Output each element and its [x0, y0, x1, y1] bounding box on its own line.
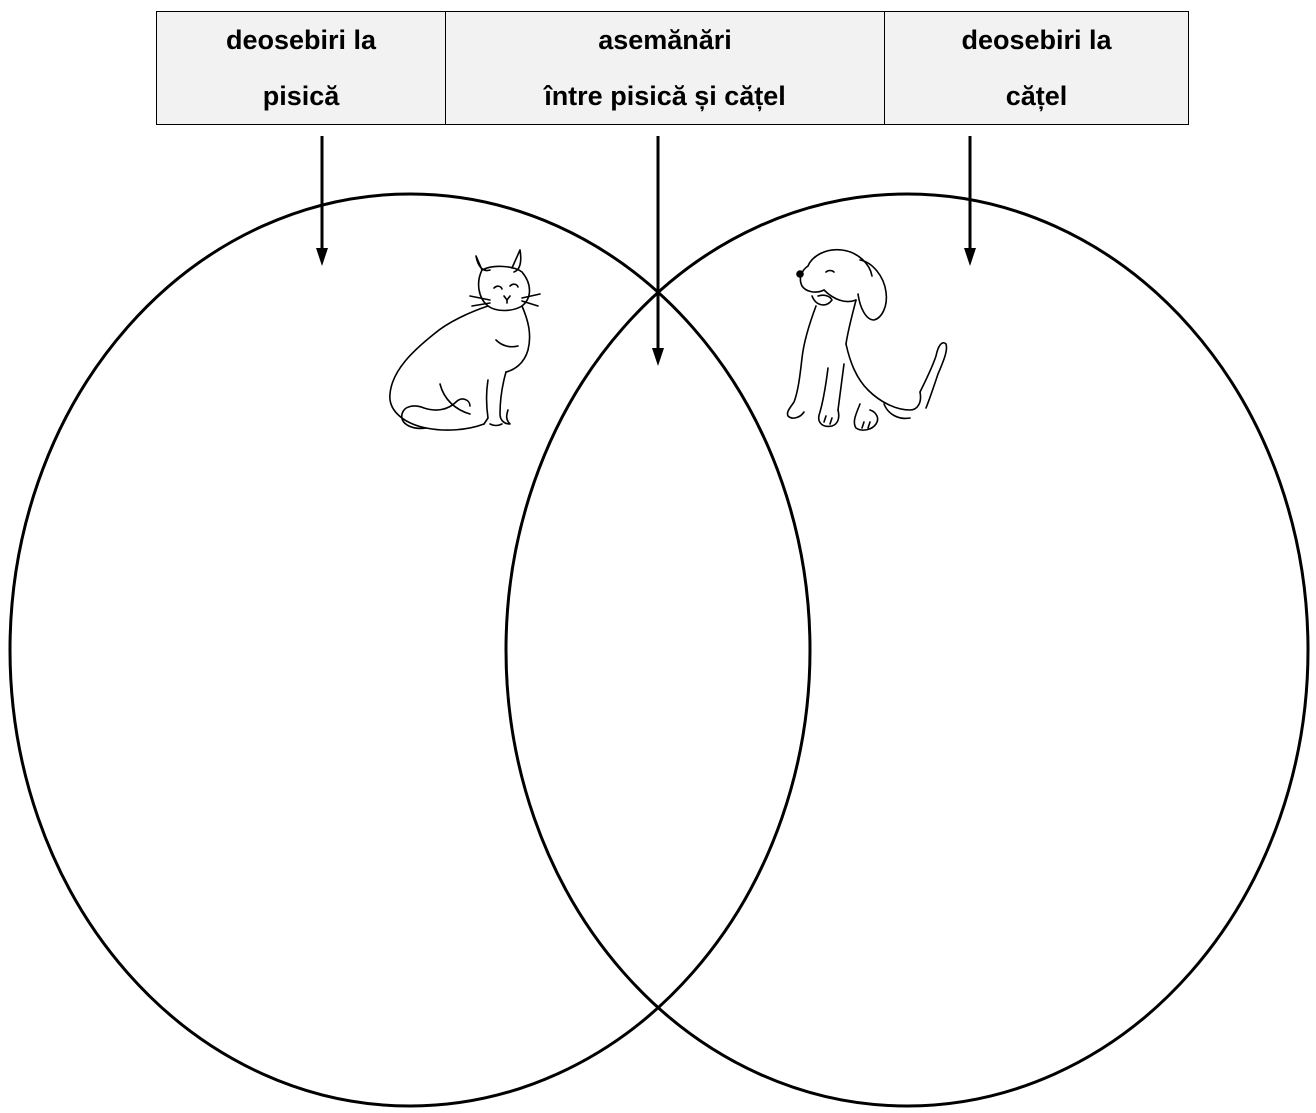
header-cell-cat-differences: deosebiri la pisică — [157, 12, 446, 125]
header-dog-line1: deosebiri la — [885, 12, 1188, 68]
header-table: deosebiri la pisică asemănări între pisi… — [156, 11, 1189, 125]
dog-drawing-icon — [787, 250, 946, 430]
cat-drawing-icon — [390, 250, 540, 430]
header-cell-similarities: asemănări între pisică și cățel — [446, 12, 885, 125]
header-cat-line2: pisică — [157, 68, 445, 124]
arrow-similarities — [652, 136, 664, 366]
header-dog-line2: cățel — [885, 68, 1188, 124]
venn-circle-dog — [506, 194, 1308, 1106]
header-cat-line1: deosebiri la — [157, 12, 445, 68]
venn-circle-cat — [10, 194, 810, 1106]
header-similarities-line2: între pisică și cățel — [446, 68, 884, 124]
arrow-cat-differences — [316, 136, 328, 266]
header-similarities-line1: asemănări — [446, 12, 884, 68]
header-cell-dog-differences: deosebiri la cățel — [885, 12, 1189, 125]
